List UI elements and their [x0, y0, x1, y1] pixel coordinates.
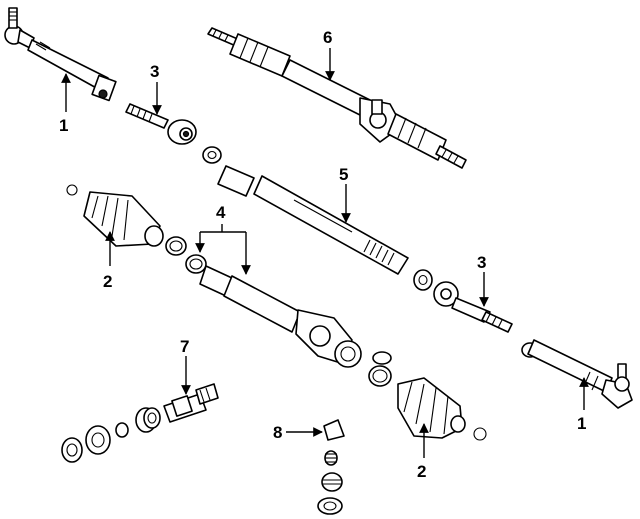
inner-tie-rod-left — [125, 103, 197, 145]
callout-4-label: 4 — [216, 203, 226, 222]
callout-3-right: 3 — [477, 253, 489, 307]
lock-nut-upper — [202, 146, 222, 164]
callout-1-right-label: 1 — [577, 414, 586, 433]
rack-guide-stack — [317, 419, 345, 515]
callout-6-label: 6 — [323, 28, 332, 47]
callout-8-label: 8 — [273, 423, 282, 442]
callout-1-left: 1 — [59, 73, 71, 135]
callout-7: 7 — [180, 337, 191, 395]
callout-2-right: 2 — [417, 423, 429, 481]
boot-clamps — [165, 236, 207, 274]
callout-2-left: 2 — [103, 231, 115, 291]
callout-4: 4 — [195, 203, 251, 275]
lock-nut-middle — [413, 269, 433, 291]
callout-2-left-label: 2 — [103, 272, 112, 291]
callout-6: 6 — [323, 28, 335, 81]
callout-7-label: 7 — [180, 337, 189, 356]
bellows-boot-right — [397, 377, 487, 441]
rack-and-pinion-assembly — [207, 27, 467, 169]
pinion-shaft-assembly — [61, 383, 219, 463]
callout-1-left-label: 1 — [59, 116, 68, 135]
callout-2-right-label: 2 — [417, 462, 426, 481]
callout-5: 5 — [339, 165, 351, 223]
tie-rod-end-right — [521, 339, 633, 409]
steering-rack-bar — [217, 165, 409, 275]
inner-tie-rod-right — [433, 281, 513, 333]
callout-1-right: 1 — [577, 377, 589, 433]
boot-clamp-right — [368, 351, 392, 387]
callout-8: 8 — [273, 423, 323, 442]
bellows-boot-left — [66, 184, 164, 247]
tie-rod-end-left — [4, 7, 117, 102]
callout-5-label: 5 — [339, 165, 348, 184]
callout-3-left-label: 3 — [150, 62, 159, 81]
steering-gear-housing — [199, 265, 362, 368]
callout-3-right-label: 3 — [477, 253, 486, 272]
callout-3-left: 3 — [150, 62, 162, 115]
